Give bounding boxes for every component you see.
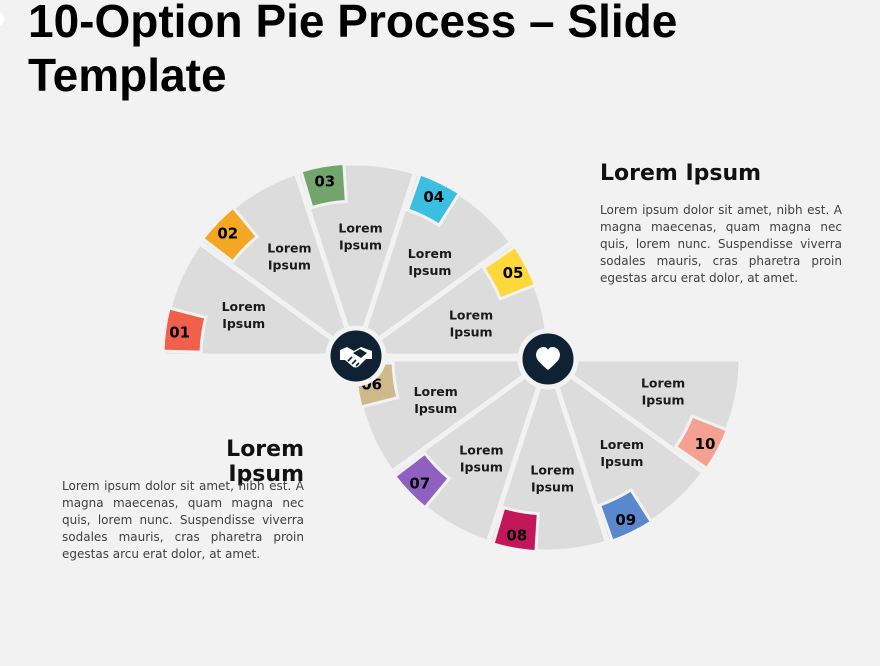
page-title: 10-Option Pie Process – Slide Template bbox=[28, 0, 678, 101]
segment-number: 04 bbox=[423, 188, 444, 206]
segment-number: 01 bbox=[169, 324, 190, 342]
number-tab bbox=[491, 505, 540, 554]
number-tab bbox=[597, 487, 654, 543]
segment-number: 05 bbox=[503, 264, 524, 282]
segment-number: 10 bbox=[695, 435, 716, 453]
number-tab bbox=[299, 161, 348, 210]
left-body-text: Lorem ipsum dolor sit amet, nibh est. A … bbox=[62, 479, 304, 561]
right-heading: Lorem Ipsum bbox=[600, 161, 762, 186]
segment-number: 07 bbox=[409, 475, 430, 493]
number-tab bbox=[673, 414, 730, 471]
segment-number: 02 bbox=[217, 225, 238, 243]
corner-mark bbox=[0, 12, 4, 26]
heart-icon bbox=[536, 347, 560, 370]
number-tab bbox=[481, 244, 538, 301]
handshake-icon bbox=[340, 347, 372, 368]
segment-number: 03 bbox=[314, 173, 335, 191]
number-tab bbox=[405, 172, 462, 228]
number-tab bbox=[161, 306, 208, 354]
number-tab bbox=[392, 451, 452, 510]
number-tab bbox=[200, 205, 260, 264]
right-body-text: Lorem ipsum dolor sit amet, nibh est. A … bbox=[600, 203, 842, 285]
left-heading: Lorem Ipsum bbox=[226, 437, 304, 487]
segment-number: 08 bbox=[506, 526, 527, 544]
segment-number: 09 bbox=[615, 511, 636, 529]
